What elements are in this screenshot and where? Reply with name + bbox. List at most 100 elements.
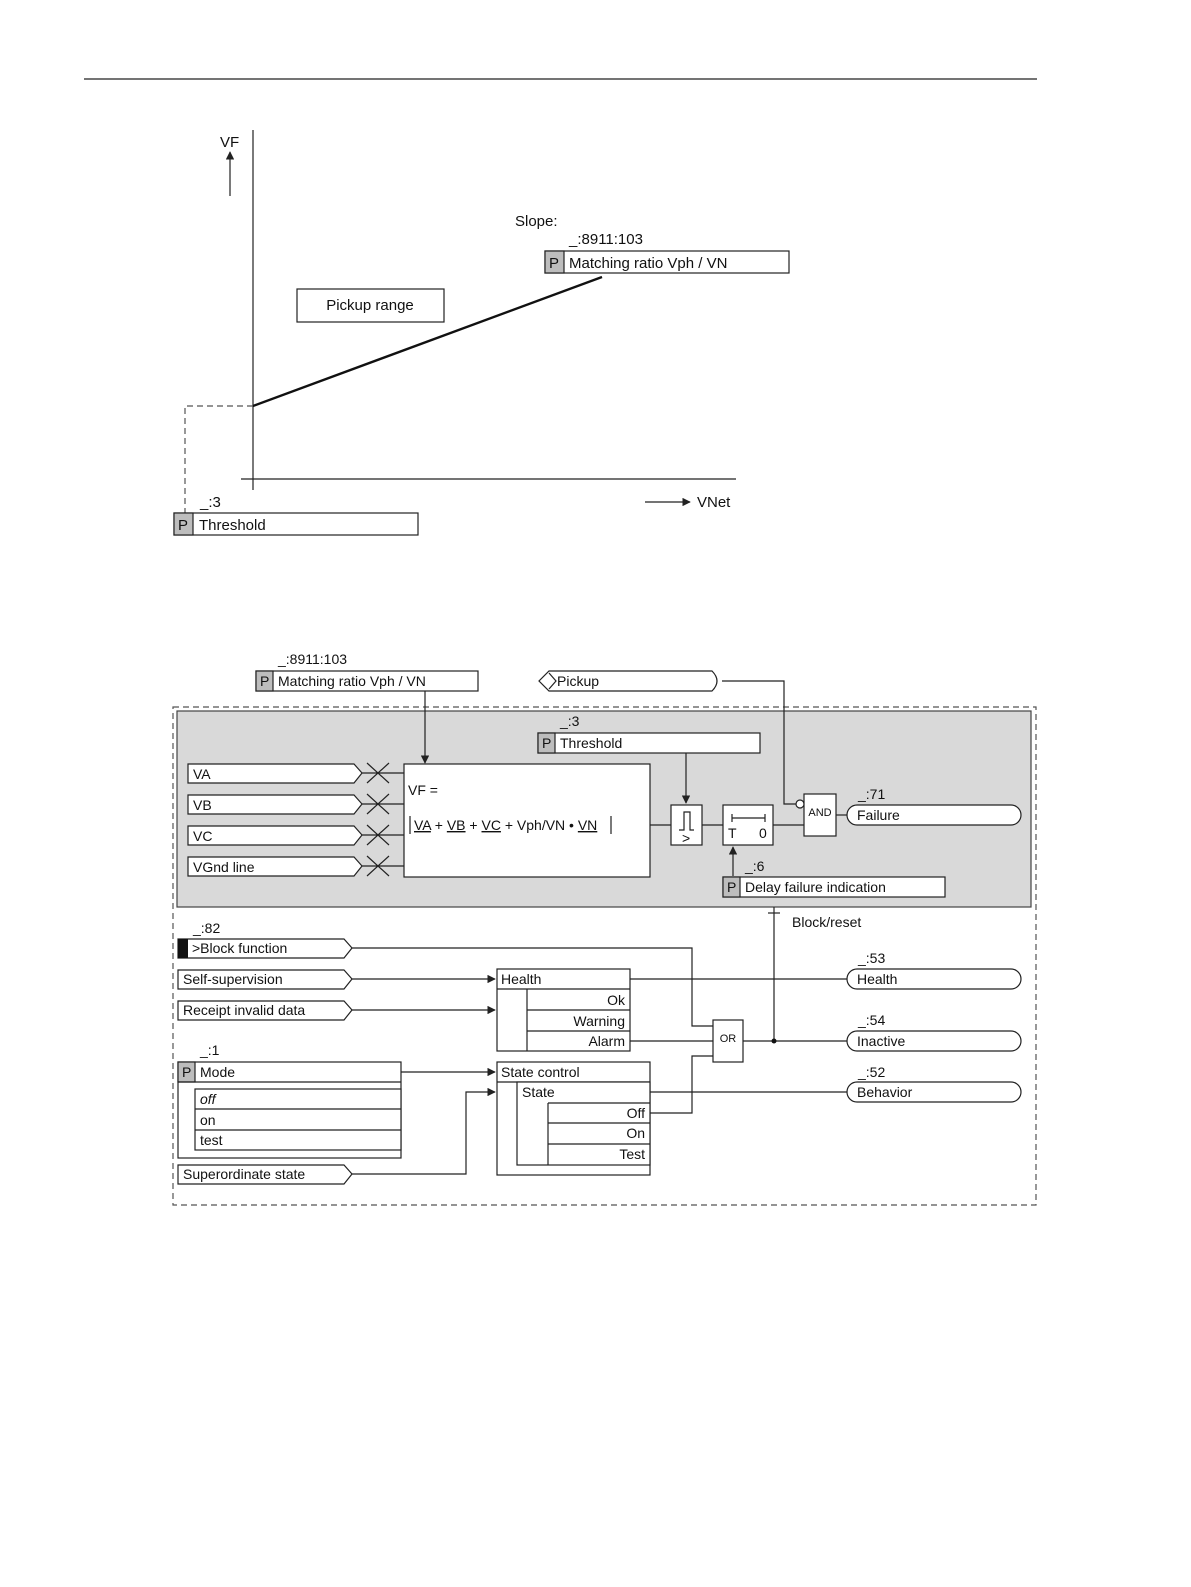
threshold-param-name: Threshold — [199, 517, 266, 534]
param-marker: P — [549, 255, 559, 272]
failure-label: Failure — [857, 807, 900, 823]
characteristic-graph: VF Slope: _:8911:103 P Matching ratio Vp… — [173, 130, 790, 536]
matching-param-id: _:8911:103 — [277, 651, 347, 667]
formula-term: VA — [414, 817, 432, 833]
input-connector — [362, 855, 404, 877]
input-label: VGnd line — [193, 859, 255, 875]
failure-id: _:71 — [857, 786, 885, 802]
health-out-label: Health — [857, 971, 897, 987]
behavior-id: _:52 — [857, 1064, 885, 1080]
input-label: VA — [193, 766, 211, 782]
formula-term: VN — [578, 817, 597, 833]
voltage-inputs: VA VB VC VGnd line — [187, 762, 404, 877]
receipt-label: Receipt invalid data — [183, 1002, 305, 1018]
formula-line2: VA + VB + VC + Vph/VN • VN — [414, 817, 597, 833]
formula-term: VC — [482, 817, 501, 833]
health-state: Ok — [607, 992, 626, 1008]
pickup-line — [722, 680, 796, 805]
mode-option: off — [200, 1091, 218, 1107]
delay-param-name: Delay failure indication — [745, 879, 886, 895]
and-label: AND — [808, 807, 831, 819]
input-va — [187, 763, 363, 784]
input-label: VC — [193, 828, 212, 844]
block-function-line — [352, 947, 713, 1027]
or-label: OR — [720, 1033, 737, 1045]
threshold-param-id: _:3 — [559, 713, 580, 729]
characteristic-line — [252, 275, 603, 408]
param-marker-box — [255, 670, 274, 692]
pickup-range-label: Pickup range — [326, 297, 414, 314]
comparator-icon — [679, 811, 694, 831]
pickup-signal — [538, 670, 718, 692]
slope-param-name: Matching ratio Vph / VN — [569, 255, 727, 272]
block-function-label: >Block function — [192, 940, 287, 956]
param-marker: P — [542, 735, 551, 751]
threshold-param-id: _:3 — [199, 494, 221, 511]
param-marker-box — [173, 512, 194, 536]
failure-output — [846, 804, 1022, 826]
inactive-label: Inactive — [857, 1033, 905, 1049]
formula-op: + — [431, 817, 447, 833]
input-connector — [362, 793, 404, 815]
slope-param-id: _:8911:103 — [568, 231, 643, 248]
state-control-title: State control — [501, 1064, 580, 1080]
x-axis-label: VNet — [697, 494, 731, 511]
inactive-id: _:54 — [857, 1012, 885, 1028]
off-state-line — [650, 1055, 713, 1114]
param-marker: P — [260, 673, 269, 689]
inactive-output — [846, 1030, 1022, 1052]
formula-op: + Vph/VN • — [501, 817, 578, 833]
superordinate-line — [352, 1087, 496, 1175]
formula-op: + — [466, 817, 482, 833]
block-id: _:82 — [192, 920, 220, 936]
y-axis-label: VF — [220, 134, 239, 151]
pickup-label: Pickup — [557, 673, 599, 689]
mode-option: on — [200, 1112, 216, 1128]
block-reset-label: Block/reset — [792, 914, 861, 930]
param-marker-box — [544, 250, 565, 274]
formula-block — [403, 763, 651, 878]
param-marker: P — [727, 879, 736, 895]
slope-label: Slope: — [515, 213, 558, 230]
health-out-id: _:53 — [857, 950, 885, 966]
mode-options — [194, 1088, 402, 1151]
self-supervision-input — [177, 969, 353, 990]
param-marker-box — [722, 876, 741, 898]
state-value: On — [626, 1125, 645, 1141]
input-connector — [362, 824, 404, 846]
state-value: Off — [627, 1105, 646, 1121]
pickup-signal-notch — [548, 672, 557, 690]
negation-marker — [178, 939, 188, 958]
timer-zero: 0 — [759, 825, 767, 841]
behavior-output — [846, 1081, 1022, 1103]
matching-param-name: Matching ratio Vph / VN — [278, 673, 426, 689]
formula-line1: VF = — [408, 782, 438, 798]
input-vgnd — [187, 856, 363, 877]
health-output — [846, 968, 1022, 990]
behavior-label: Behavior — [857, 1084, 913, 1100]
formula-term: VB — [447, 817, 466, 833]
state-value: Test — [619, 1146, 645, 1162]
input-vb — [187, 794, 363, 815]
pickup-range-box — [296, 288, 445, 323]
inverter-circle — [795, 799, 805, 809]
self-supervision-label: Self-supervision — [183, 971, 283, 987]
mode-option: test — [200, 1132, 223, 1148]
threshold-param-name: Threshold — [560, 735, 622, 751]
threshold-projection — [184, 405, 253, 513]
timer-t: T — [728, 825, 737, 841]
mode-label: Mode — [200, 1064, 235, 1080]
input-connector — [362, 762, 404, 784]
function-frame — [172, 706, 1037, 1206]
health-state: Alarm — [588, 1033, 625, 1049]
health-title: Health — [501, 971, 541, 987]
superordinate-input — [177, 1164, 353, 1185]
delay-param-id: _:6 — [744, 858, 765, 874]
comparator-label: > — [682, 830, 690, 846]
mode-id: _:1 — [199, 1042, 220, 1058]
input-label: VB — [193, 797, 212, 813]
param-marker: P — [182, 1064, 191, 1080]
junction-dot — [771, 1038, 777, 1044]
health-state: Warning — [573, 1013, 625, 1029]
